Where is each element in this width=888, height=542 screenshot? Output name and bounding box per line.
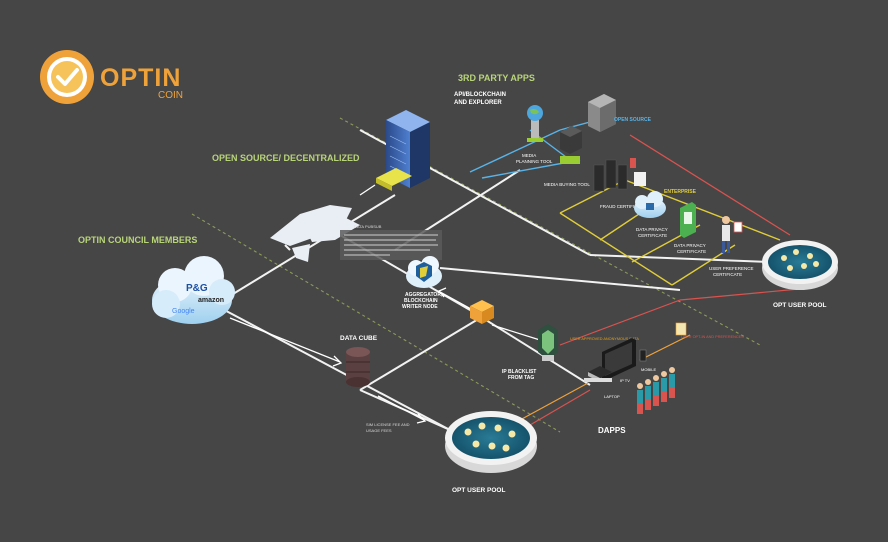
council-cloud-icon <box>152 256 235 324</box>
brand-pg: P&G <box>186 283 208 294</box>
aggregator-cloud-icon <box>406 256 442 288</box>
ip-blacklist-label-1: IP BLACKLIST <box>502 369 536 375</box>
shield-document-icon <box>680 202 696 238</box>
aggregator-label-3: WRITER NODE <box>402 304 438 310</box>
laptop-label: LAPTOP <box>604 394 620 399</box>
tv-label: IP TV <box>620 378 630 383</box>
connection-lines <box>214 129 771 431</box>
orange-links <box>519 334 691 421</box>
flow-arrows <box>229 184 541 424</box>
rack-icon <box>588 94 616 132</box>
user-pref-label-b: CERTIFICATE <box>713 272 742 277</box>
media-planning-label-1: MEDIA <box>522 153 536 158</box>
open-source-label: OPEN SOURCE <box>614 117 652 123</box>
user-pool-right <box>762 240 838 290</box>
privacy-2-label-b: CERTIFICATE <box>677 249 706 254</box>
user-pool-bottom <box>445 411 537 473</box>
license-label-2: USAGE FEES <box>366 428 392 433</box>
council-heading: OPTIN COUNCIL MEMBERS <box>78 235 197 245</box>
brand-name: OPTIN <box>100 64 181 92</box>
fraud-devices-icon <box>593 158 646 192</box>
person-icon <box>722 216 743 253</box>
dapps-label: DAPPS <box>598 426 626 435</box>
user-pref-label-a: USER PREFERENCE <box>709 266 754 271</box>
pool-right-label: OPT USER POOL <box>773 302 826 309</box>
optin-logo: OPTIN COIN <box>40 50 183 104</box>
fraud-label: FRAUD CERTIFICATE <box>600 204 646 209</box>
brand-google: Google <box>172 308 195 315</box>
privacy-1-label-b: CERTIFICATE <box>638 233 667 238</box>
orange-cube-icon <box>470 300 494 324</box>
media-buying-label: MEDIA BUYING TOOL <box>544 182 590 187</box>
anon-data-label: USER APPROVED ANONYMOUS DATA <box>570 337 639 341</box>
aggregator-label-1: AGGREGATOR, <box>405 292 443 298</box>
aggregator-label-2: BLOCKCHAIN <box>404 298 438 304</box>
devices-icon <box>584 322 687 382</box>
brand-amazon: amazon <box>198 297 224 304</box>
pubsub-text-block <box>340 230 442 260</box>
open-source-heading: OPEN SOURCE/ DECENTRALIZED <box>212 153 360 163</box>
server-tower-icon <box>376 110 430 191</box>
mobile-label: MOBILE <box>641 367 656 372</box>
third-party-heading: 3RD PARTY APPS <box>458 73 535 83</box>
license-label-1: SIM LICENSE FEE AND <box>366 422 410 427</box>
privacy-2-label-a: DATA PRIVACY <box>674 243 706 248</box>
data-pubsub-label: DATA PUBSUB <box>354 224 382 229</box>
enterprise-label: ENTERPRISE <box>664 189 697 195</box>
pool-bottom-label: OPT USER POOL <box>452 487 505 494</box>
api-label-2: AND EXPLORER <box>454 100 502 106</box>
brand-sub: COIN <box>158 90 183 101</box>
shield-icon <box>538 324 558 361</box>
red-links <box>529 134 811 426</box>
data-cube-label: DATA CUBE <box>340 335 378 342</box>
api-label-1: API/BLOCKCHAIN <box>454 92 506 98</box>
server-small-icon <box>560 126 582 164</box>
world-map-icon <box>270 205 360 262</box>
globe-icon <box>527 105 543 142</box>
media-planning-label-2: PLANNING TOOL <box>516 159 553 164</box>
user-pref-link-label: USER OPT-IN AND PREFERENCES <box>681 335 744 339</box>
dapps-people-icon <box>637 367 675 414</box>
ip-blacklist-label-2: FROM TAG <box>508 375 534 381</box>
cloud-lock-icon <box>634 191 666 218</box>
privacy-1-label-a: DATA PRIVACY <box>636 227 668 232</box>
data-cube-icon <box>346 347 370 387</box>
